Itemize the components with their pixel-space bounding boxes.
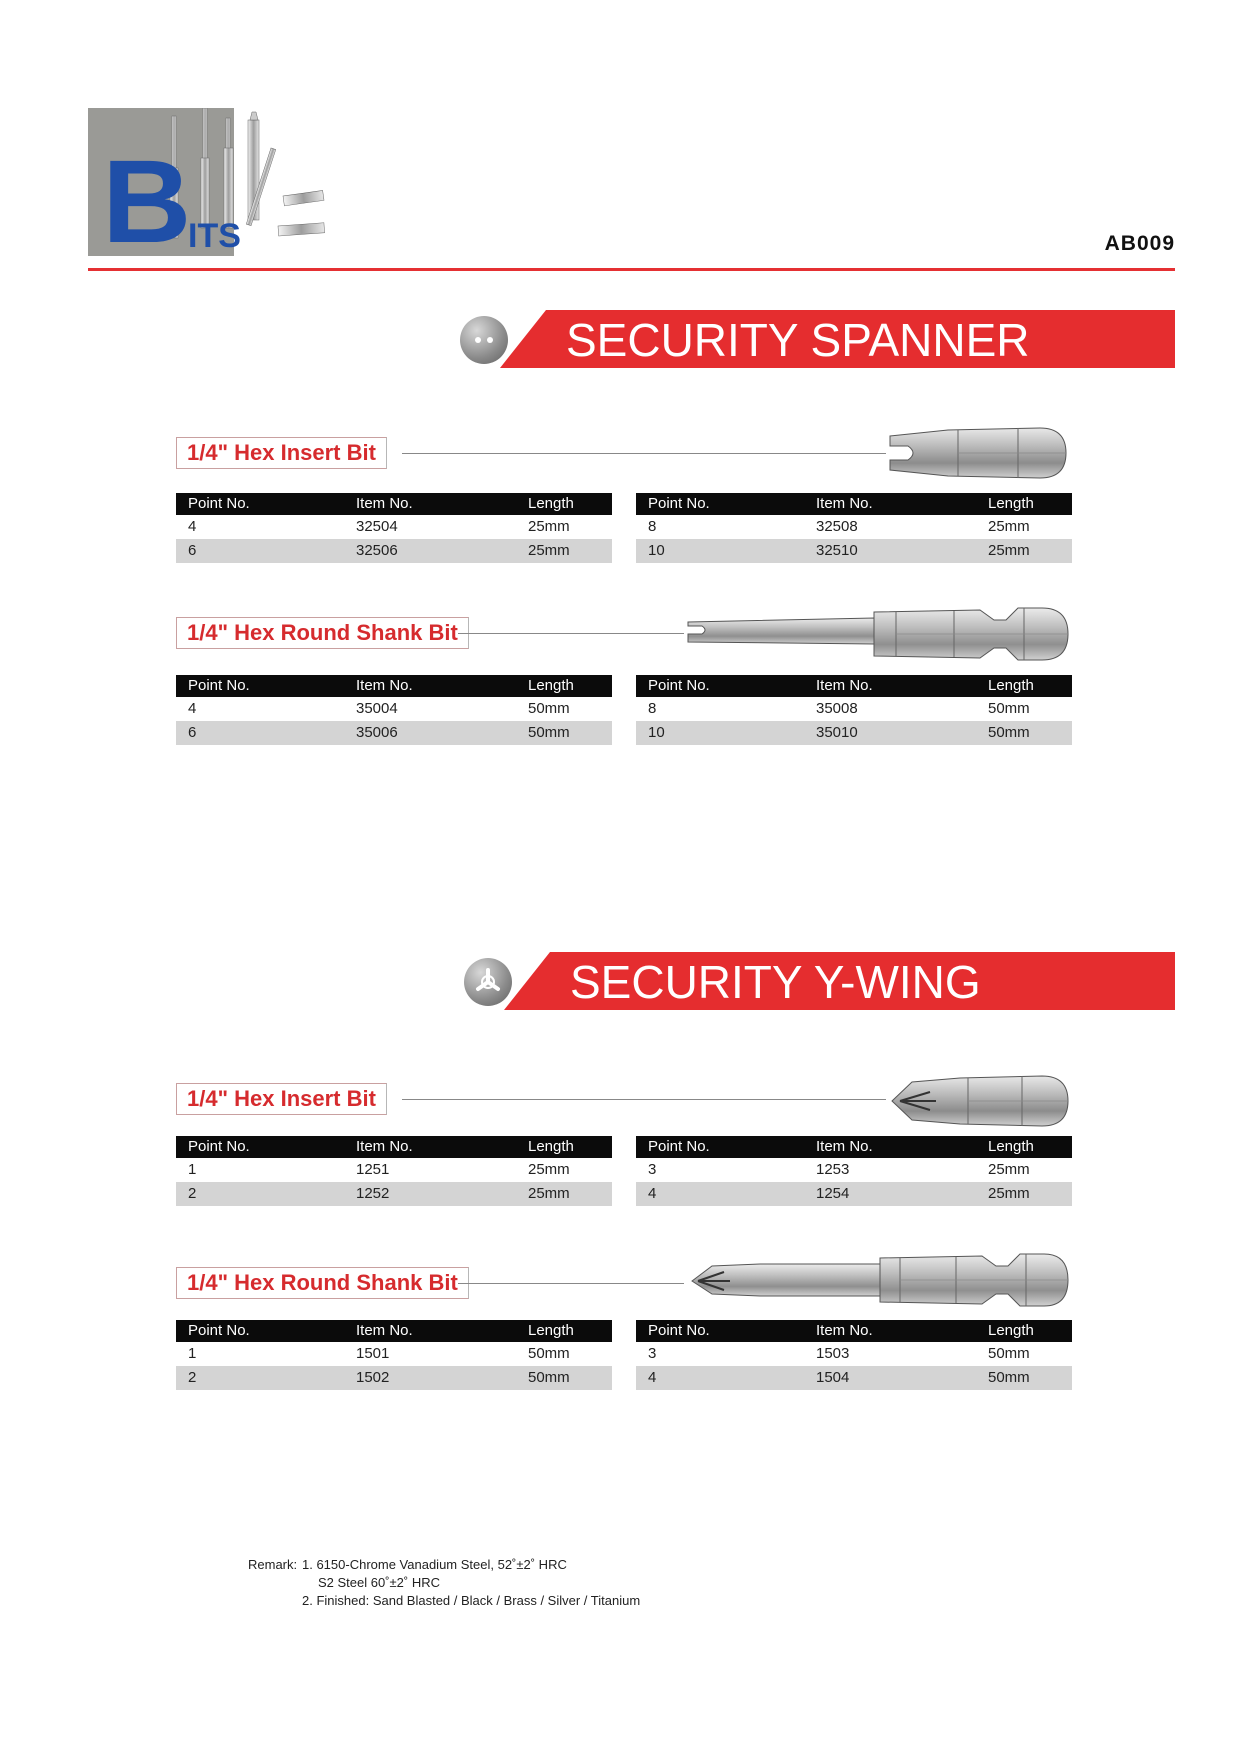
table-row: 8 32508 25mm — [648, 518, 1030, 535]
table-header: Point No. Item No. Length — [636, 1320, 1072, 1342]
table-row: 3 1253 25mm — [648, 1161, 1030, 1178]
spec-table-spanner-insert-left: Point No. Item No. Length 4 32504 25mm 6… — [176, 493, 612, 563]
table-row: 4 1504 50mm — [636, 1366, 1072, 1390]
leader-line — [458, 633, 684, 634]
spec-table-ywing-insert-left: Point No. Item No. Length 1 1251 25mm 2 … — [176, 1136, 612, 1206]
table-row: 2 1252 25mm — [176, 1182, 612, 1206]
spanner-insert-bit-image — [889, 427, 1067, 479]
spec-table-spanner-shank-right: Point No. Item No. Length 8 35008 50mm 1… — [636, 675, 1072, 745]
table-header: Point No. Item No. Length — [636, 1136, 1072, 1158]
table-header: Point No. Item No. Length — [176, 493, 612, 515]
table-row: 4 32504 25mm — [188, 518, 570, 535]
remark-line-3: 2. Finished: Sand Blasted / Black / Bras… — [302, 1593, 641, 1608]
table-row: 1 1251 25mm — [188, 1161, 570, 1178]
table-row: 10 32510 25mm — [636, 539, 1072, 563]
section-banner — [504, 952, 1175, 1010]
table-header: Point No. Item No. Length — [176, 1136, 612, 1158]
table-row: 4 35004 50mm — [188, 700, 570, 717]
spec-table-spanner-shank-left: Point No. Item No. Length 4 35004 50mm 6… — [176, 675, 612, 745]
section-header-y-wing: SECURITY Y-WING — [464, 952, 1175, 1012]
spec-table-ywing-insert-right: Point No. Item No. Length 3 1253 25mm 4 … — [636, 1136, 1072, 1206]
leader-line — [402, 453, 886, 454]
product-label-text: 1/4" Hex Round Shank Bit — [176, 617, 469, 649]
logo-letters-its: ITS — [188, 217, 241, 255]
table-header: Point No. Item No. Length — [636, 675, 1072, 697]
table-row: 10 35010 50mm — [636, 721, 1072, 745]
product-label-text: 1/4" Hex Insert Bit — [176, 437, 387, 469]
remark-line-1: 1. 6150-Chrome Vanadium Steel, 52˚±2˚ HR… — [302, 1557, 567, 1572]
product-label-text: 1/4" Hex Insert Bit — [176, 1083, 387, 1115]
table-header: Point No. Item No. Length — [176, 1320, 612, 1342]
table-row: 4 1254 25mm — [636, 1182, 1072, 1206]
leader-line — [402, 1099, 886, 1100]
product-label-text: 1/4" Hex Round Shank Bit — [176, 1267, 469, 1299]
table-row: 3 1503 50mm — [648, 1345, 1030, 1362]
y-wing-round-shank-bit-image — [691, 1253, 1069, 1307]
y-wing-insert-bit-image — [891, 1075, 1069, 1127]
table-row: 8 35008 50mm — [648, 700, 1030, 717]
section-header-spanner: SECURITY SPANNER — [460, 310, 1175, 370]
spec-table-spanner-insert-right: Point No. Item No. Length 8 32508 25mm 1… — [636, 493, 1072, 563]
table-row: 1 1501 50mm — [188, 1345, 570, 1362]
two-dot-circle-icon — [460, 316, 508, 364]
logo-background — [88, 108, 234, 256]
table-row: 6 32506 25mm — [176, 539, 612, 563]
logo-letter-b: B — [102, 136, 191, 268]
y-wing-circle-icon — [464, 958, 512, 1006]
table-row: 2 1502 50mm — [176, 1366, 612, 1390]
table-row: 6 35006 50mm — [176, 721, 612, 745]
spec-table-ywing-shank-right: Point No. Item No. Length 3 1503 50mm 4 … — [636, 1320, 1072, 1390]
section-title: SECURITY Y-WING — [570, 956, 981, 1008]
table-header: Point No. Item No. Length — [176, 675, 612, 697]
spec-table-ywing-shank-left: Point No. Item No. Length 1 1501 50mm 2 … — [176, 1320, 612, 1390]
spanner-round-shank-bit-image — [687, 607, 1069, 661]
table-header: Point No. Item No. Length — [636, 493, 1072, 515]
section-banner — [500, 310, 1175, 368]
catalog-code: AB009 — [1104, 232, 1175, 255]
leader-line — [458, 1283, 684, 1284]
bits-logo: B ITS — [88, 108, 338, 268]
section-title: SECURITY SPANNER — [566, 314, 1030, 366]
logo-tools-illustration — [169, 108, 325, 239]
remark-label: Remark: — [248, 1557, 298, 1572]
header-divider — [88, 268, 1175, 271]
remark-line-2: S2 Steel 60˚±2˚ HRC — [318, 1575, 441, 1590]
